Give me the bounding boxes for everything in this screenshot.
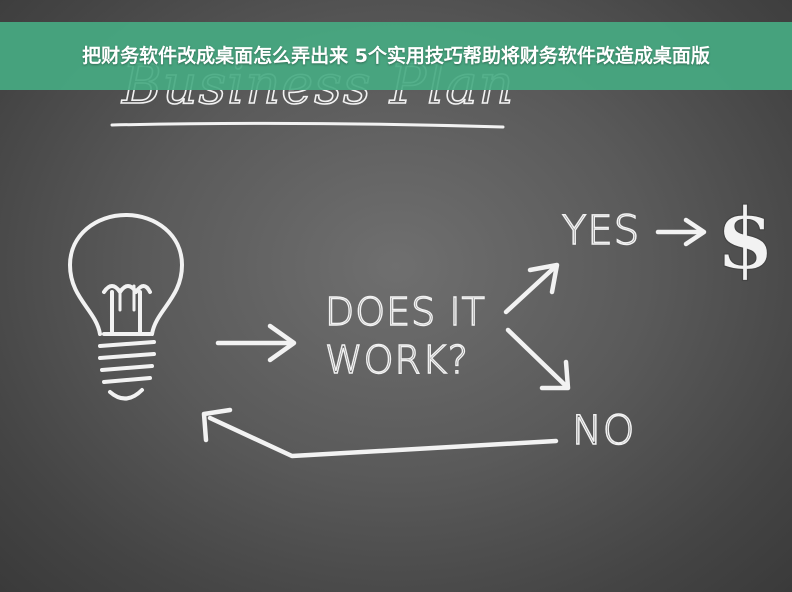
heading-underline [110, 121, 505, 129]
arrow-yes-to-dollar-icon [655, 217, 707, 247]
banner-title: 把财务软件改成桌面怎么弄出来 5个实用技巧帮助将财务软件改造成桌面版 [82, 45, 710, 67]
lightbulb-icon [68, 213, 184, 401]
arrow-right-icon [215, 323, 297, 363]
question-line-1: DOES IT [325, 290, 486, 334]
question-line-2: WORK? [325, 338, 469, 382]
arrow-back-left-icon [201, 407, 559, 459]
no-label: NO [572, 408, 635, 454]
title-banner: 把财务软件改成桌面怎么弄出来 5个实用技巧帮助将财务软件改造成桌面版 [0, 22, 792, 90]
dollar-icon: $ [716, 189, 774, 288]
yes-label: YES [562, 208, 640, 254]
arrow-up-right-icon [503, 262, 560, 315]
arrow-down-right-icon [505, 327, 571, 391]
